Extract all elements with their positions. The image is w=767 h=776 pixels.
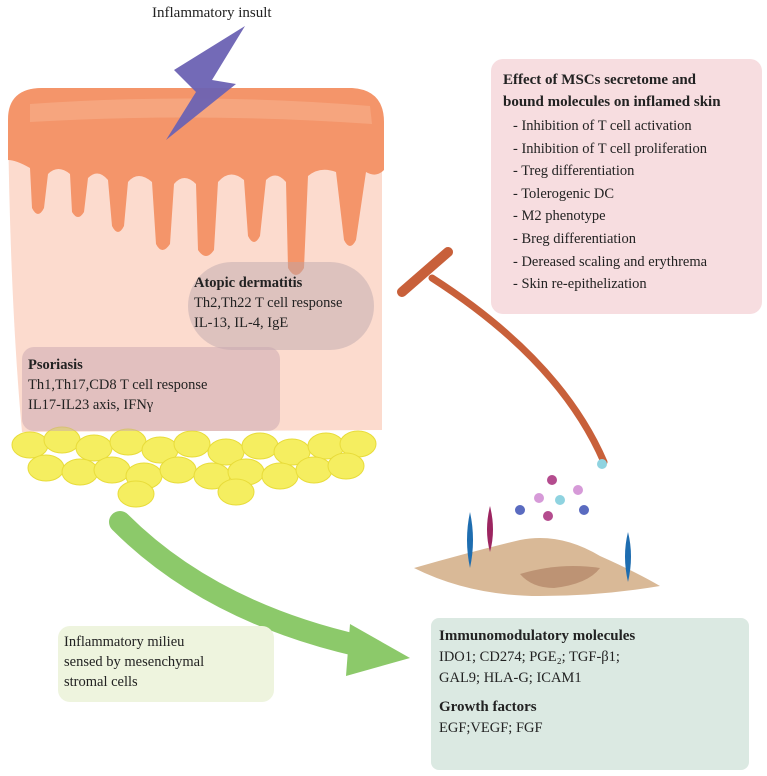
effects-list-item: - Inhibition of T cell activation: [513, 118, 692, 134]
inhibition-arrow: [397, 247, 608, 466]
milieu-line3: stromal cells: [64, 674, 138, 690]
sensing-arrow: [109, 511, 410, 676]
atopic-line1: Th2,Th22 T cell response: [194, 295, 343, 311]
inflammatory-milieu-box: Inflammatory milieu sensed by mesenchyma…: [58, 626, 274, 702]
effects-list-item: - Skin re-epithelization: [513, 276, 647, 293]
atopic-line2: IL-13, IL-4, IgE: [194, 315, 289, 331]
growth-title: Growth factors: [439, 699, 537, 715]
adipose-layer: [11, 426, 377, 508]
atopic-title: Atopic dermatitis: [194, 275, 303, 291]
msc-nucleus: [520, 566, 600, 588]
effects-list-item: - Dereased scaling and erythrema: [513, 253, 708, 270]
inflammatory-insult-label: Inflammatory insult: [152, 5, 272, 21]
effects-list-item: - Breg differentiation: [513, 230, 636, 247]
atopic-dermatitis-bubble: Atopic dermatitis Th2,Th22 T cell respon…: [188, 262, 374, 350]
psoriasis-title: Psoriasis: [28, 357, 83, 373]
msc-effects-panel: Effect of MSCs secretome and bound molec…: [491, 59, 762, 314]
immuno-line2: GAL9; HLA-G; ICAM1: [439, 670, 582, 686]
immuno-line1: IDO1; CD274; PGE₂; TGF-β1;: [439, 649, 620, 665]
psoriasis-box: Psoriasis Th1,Th17,CD8 T cell response I…: [22, 347, 280, 431]
immuno-title: Immunomodulatory molecules: [439, 628, 636, 644]
effects-list-item: - Treg differentiation: [513, 163, 635, 180]
effects-list: - Inhibition of T cell activation - Inhi…: [503, 115, 754, 296]
receptor-icon: [625, 532, 631, 582]
psoriasis-line2: IL17-IL23 axis, IFNγ: [28, 397, 154, 413]
lightning-icon: [166, 26, 245, 140]
milieu-line1: Inflammatory milieu: [64, 634, 185, 650]
molecules-panel: Immunomodulatory molecules IDO1; CD274; …: [431, 618, 749, 770]
psoriasis-line1: Th1,Th17,CD8 T cell response: [28, 377, 208, 393]
effects-list-item: - M2 phenotype: [513, 208, 606, 225]
growth-line1: EGF;VEGF; FGF: [439, 720, 543, 736]
effects-title-line1: Effect of MSCs secretome and: [503, 72, 697, 88]
effects-list-item: - Tolerogenic DC: [513, 185, 614, 202]
secreted-molecules: [515, 459, 607, 521]
receptor-icon: [487, 506, 493, 552]
receptor-icon: [467, 512, 473, 568]
msc-cell: [414, 538, 660, 596]
effects-title-line2: bound molecules on inflamed skin: [503, 94, 721, 110]
effects-list-item: - Inhibition of T cell proliferation: [513, 140, 707, 157]
epidermis: [8, 88, 384, 275]
milieu-line2: sensed by mesenchymal: [64, 654, 205, 670]
